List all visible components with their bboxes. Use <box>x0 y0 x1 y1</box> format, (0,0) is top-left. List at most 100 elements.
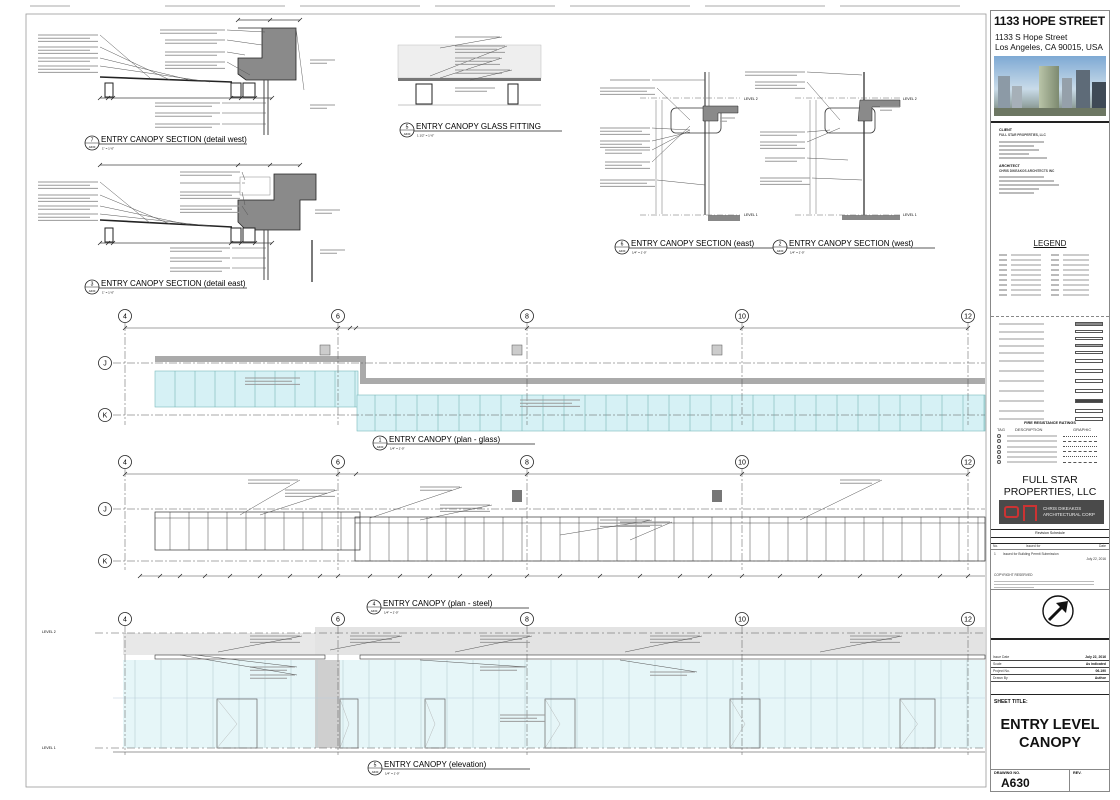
leader-line <box>651 127 691 131</box>
legend-row <box>999 269 1103 271</box>
revision-label: REV. <box>1073 771 1082 775</box>
leader-line <box>799 479 883 521</box>
legend-row <box>999 279 1103 281</box>
legend-graphic-row <box>999 377 1103 385</box>
dimension-tick <box>97 162 103 168</box>
grid-bubble <box>520 612 534 626</box>
info-value: As indicated <box>1085 662 1106 666</box>
grid-bubble-label: 10 <box>738 314 746 321</box>
plan-glass <box>154 344 986 432</box>
fire-header-tag: TAG <box>997 427 1005 432</box>
dimension-tick <box>965 573 971 579</box>
owner-name: FULL STAR PROPERTIES, LLC <box>1003 474 1097 498</box>
leader-line <box>226 29 266 33</box>
grid-bubble-label: 12 <box>964 314 972 321</box>
fire-rating-row <box>997 444 1103 449</box>
grid-bubble <box>118 455 132 469</box>
grid-bubble-label: 8 <box>525 460 529 467</box>
legend-graphic-row <box>999 387 1103 395</box>
copyright-label: COPYRIGHT RESERVED <box>994 573 1033 577</box>
dimension-tick <box>269 240 275 246</box>
view-number: 5 <box>406 125 409 131</box>
view-sheet-ref: A630 <box>371 609 378 613</box>
grid-bubble-label: J <box>103 361 107 368</box>
architect-details <box>999 174 1069 196</box>
leader-line <box>226 39 263 46</box>
legend-graphic-row <box>999 367 1103 375</box>
view-number: 1 <box>379 438 382 444</box>
leader-line <box>806 127 841 143</box>
grid-bubble <box>118 612 132 626</box>
architect-label: ARCHITECT <box>999 164 1020 168</box>
glass-fitting-detail <box>397 44 542 106</box>
legend-row <box>999 284 1103 286</box>
info-label: Scale <box>993 662 1002 666</box>
legend-row <box>999 274 1103 276</box>
grid-bubble-label: 10 <box>738 460 746 467</box>
project-address-line2: Los Angeles, CA 90015, USA <box>995 42 1103 52</box>
section-west <box>795 72 901 220</box>
dimension-tick <box>105 240 111 246</box>
copyright-text <box>994 579 1094 590</box>
view-sheet-ref: A630 <box>777 249 784 253</box>
grid-bubble <box>98 502 112 516</box>
drawing-no-label: DRAWING NO. <box>994 771 1021 775</box>
view-number: 2 <box>779 242 782 248</box>
level-1-label: LEVEL 1 <box>42 746 56 750</box>
leader-line <box>419 504 493 521</box>
dimension-tick <box>252 240 258 246</box>
dimension-tick <box>235 162 241 168</box>
view-number: 6 <box>621 242 624 248</box>
entry-door <box>424 698 446 749</box>
legend-graphic-row <box>999 343 1103 348</box>
revision-schedule-title: Revision Schedule <box>1035 531 1065 535</box>
project-title: 1133 HOPE STREET <box>994 14 1105 28</box>
leader-line <box>819 635 903 653</box>
view-number: 4 <box>373 602 376 608</box>
leader-line <box>329 635 403 651</box>
grid-bubble-label: 4 <box>123 617 127 624</box>
sheet-title-line1: ENTRY LEVEL <box>1000 717 1100 733</box>
grid-bubble-label: 8 <box>525 314 529 321</box>
legend-graphic-row <box>999 336 1103 341</box>
client-label: CLIENT <box>999 128 1012 132</box>
dimension-tick <box>937 573 943 579</box>
title-block: 1133 HOPE STREET 1133 S Hope Street Los … <box>990 10 1110 792</box>
dimension-tick <box>487 573 493 579</box>
leader-line <box>811 177 863 181</box>
level-2-label: LEVEL 2 <box>903 97 917 101</box>
dimension-tick <box>457 573 463 579</box>
grid-bubble <box>331 455 345 469</box>
leader-line <box>439 36 503 49</box>
drawing-number: A630 <box>1001 776 1030 790</box>
leader-line <box>651 125 691 163</box>
plan-steel <box>154 490 986 562</box>
dimension-tick <box>267 17 273 23</box>
legend-graphic-row <box>999 397 1103 405</box>
leader-line <box>194 654 298 668</box>
dimension-tick <box>287 573 293 579</box>
fire-rating-row <box>997 460 1103 465</box>
dimension-tick <box>227 573 233 579</box>
leader-line <box>619 659 698 673</box>
view-scale: 1/4" = 1'-0" <box>632 251 647 255</box>
dimension-tick <box>397 573 403 579</box>
dimension-tick <box>110 95 116 101</box>
dimension-tick <box>347 325 353 331</box>
leader-line <box>806 71 863 76</box>
revision-date: July 22, 2016 <box>1086 557 1106 561</box>
grid-bubble <box>735 455 749 469</box>
legend-graphic-row <box>999 321 1103 327</box>
dimension-tick <box>238 240 244 246</box>
dimension-tick <box>137 573 143 579</box>
fire-ratings-title: FIRE RESISTANCE RATINGS <box>1024 421 1076 425</box>
client-details <box>999 139 1049 161</box>
entry-door <box>216 698 258 749</box>
revision-header-issued: Issued for <box>1026 544 1041 548</box>
grid-bubble-label: J <box>103 507 107 514</box>
